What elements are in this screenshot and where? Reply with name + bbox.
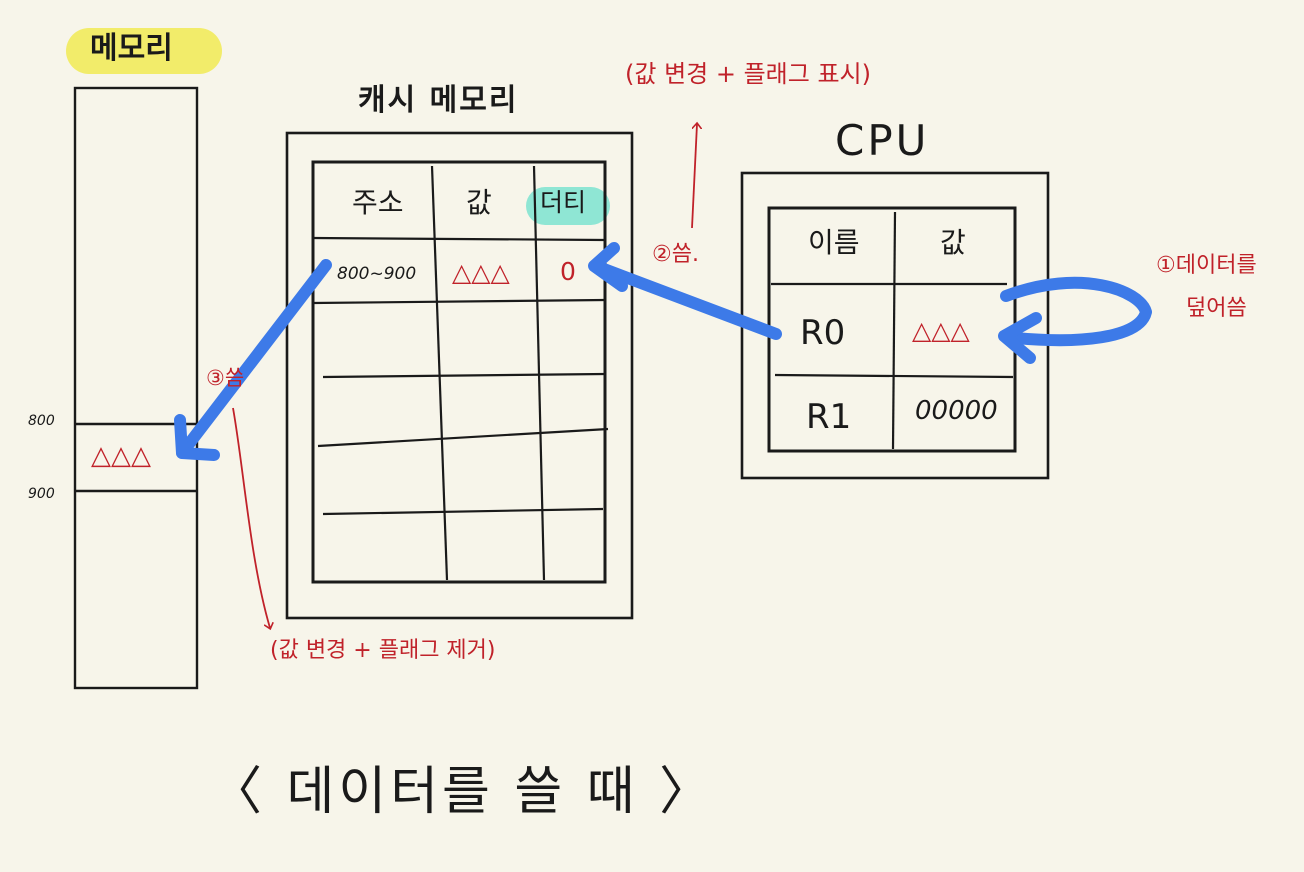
overwrite-arrow [998,276,1152,364]
memory-title: 메모리 [90,31,173,66]
step3-note: (값 변경 + 플래그 제거) [270,638,496,663]
step1-label-line1: ①데이터를 [1156,253,1257,278]
step2-note: (값 변경 + 플래그 표시) [625,60,871,88]
cache-row-divider-4 [317,427,609,448]
cache-cell-address: 800~900 [337,264,417,284]
cache-row-divider-3 [322,372,606,379]
cpu-box [740,171,1050,480]
memory-box [73,86,199,690]
memory-stored-value: △△△ [91,441,151,471]
cpu-header-value: 값 [940,226,966,259]
cache-header-value: 값 [466,186,492,219]
dirty-header-highlight [526,187,610,225]
step1-label-line2: 덮어씀 [1186,296,1247,321]
cache-row-divider-2 [312,298,606,305]
cache-cell-dirty: 0 [560,257,576,286]
cache-header-address: 주소 [352,186,404,219]
cache-title: 캐시 메모리 [358,83,519,118]
cpu-header-name: 이름 [808,226,860,259]
memory-addr-start: 800 [28,413,55,429]
step3-label: ③씀 [206,366,245,390]
cpu-cell-r1-value: 00000 [915,396,998,426]
cache-header-dirty: 더티 [540,188,587,217]
cpu-cell-r0-name: R0 [800,313,846,353]
cpu-cell-r1-name: R1 [806,397,852,437]
cpu-title: CPU [835,116,930,165]
cache-box [285,131,634,620]
cache-row-divider-1 [312,236,606,242]
step3-note-arrow [232,407,270,628]
memory-title-highlight [66,28,222,74]
cpu-col-divider [891,211,897,450]
diagram-caption: 〈 데이터를 쓸 때 〉 [210,762,716,822]
memory-addr-end: 900 [28,486,55,502]
cache-col-divider-2 [532,165,546,581]
cache-row-divider-5 [322,507,604,516]
cpu-to-cache-arrow [588,242,782,340]
cache-cell-value: △△△ [452,258,510,287]
step2-note-arrow [691,124,697,229]
cpu-row-divider-2 [774,373,1014,379]
cpu-cell-r0-value: △△△ [912,316,970,345]
cache-col-divider-1 [430,165,449,581]
cache-to-memory-arrow [174,259,332,461]
step2-label: ②씀. [652,242,699,267]
